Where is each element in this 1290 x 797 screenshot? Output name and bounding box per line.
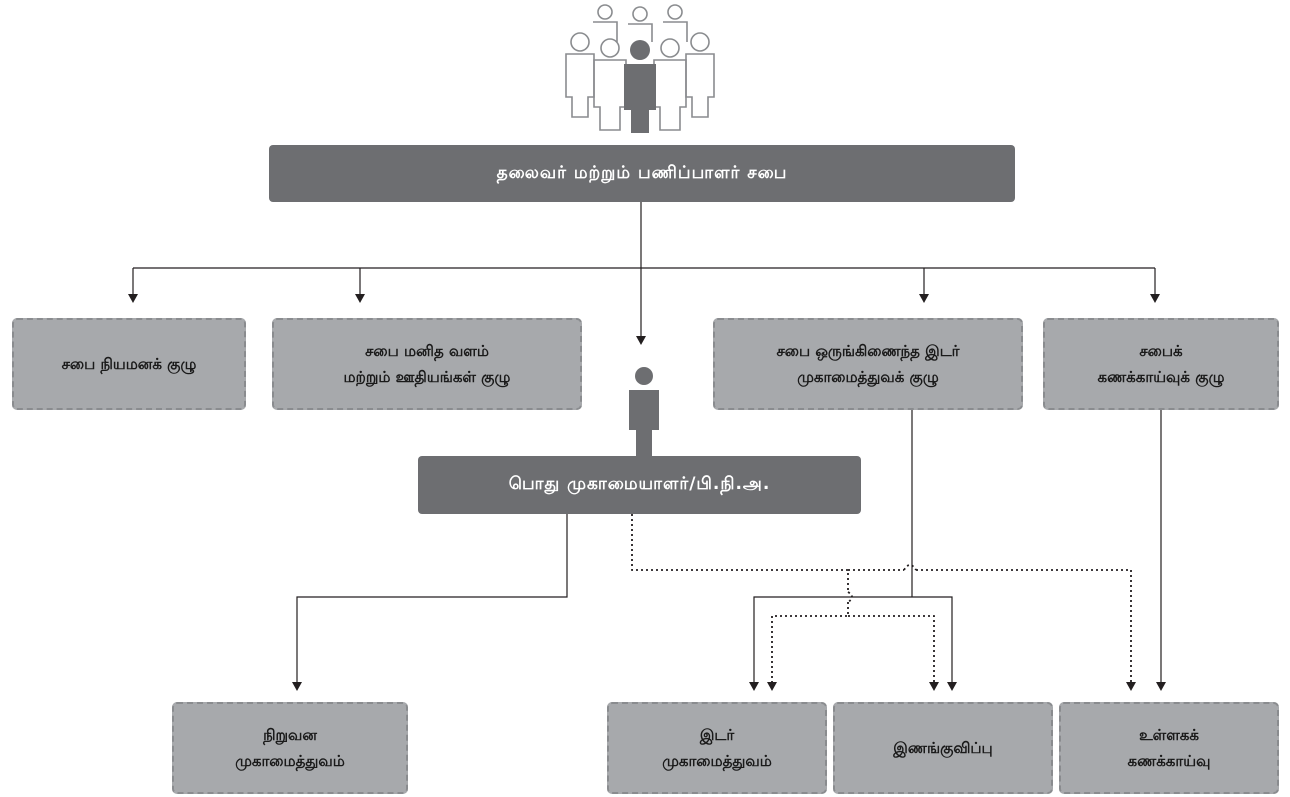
risk-management-label-line1: இடர் <box>699 726 735 744</box>
audit-committee-label-line2: கணக்காய்வுக் குழு <box>1097 368 1225 386</box>
person-icon <box>629 367 659 458</box>
hr-committee-label-line1: சபை மனித வளம் <box>365 342 489 360</box>
corporate-management-box: நிறுவன முகாமைத்துவம் <box>172 702 408 794</box>
dotted-manager-line <box>631 514 849 592</box>
hr-remuneration-committee-box: சபை மனித வளம் மற்றும் ஊதியங்கள் குழு <box>272 318 582 410</box>
compliance-label: இணங்குவிப்பு <box>893 739 993 757</box>
audit-committee-box: சபைக் கணக்காய்வுக் குழு <box>1043 318 1279 410</box>
nomination-committee-box: சபை நியமனக் குழு <box>12 318 246 410</box>
corporate-management-label-line1: நிறுவன <box>263 726 317 744</box>
hr-committee-label-line2: மற்றும் ஊதியங்கள் குழு <box>343 368 511 386</box>
risk-management-label-line2: முகாமைத்துவம் <box>662 752 772 770</box>
risk-committee-label-line1: சபை ஒருங்கிணைந்த இடர் <box>776 342 960 360</box>
corporate-management-label-line2: முகாமைத்துவம் <box>235 752 345 770</box>
internal-audit-label-line2: கணக்காய்வு <box>1127 752 1211 770</box>
audit-committee-label-line1: சபைக் <box>1139 342 1183 360</box>
line-manager-to-org <box>296 514 568 684</box>
board-of-directors-box: தலைவர் மற்றும் பணிப்பாளர் சபை <box>269 145 1015 202</box>
general-manager-box: பொது முகாமையாளர்/பி.நி.அ. <box>418 456 861 514</box>
risk-management-box: இடர் முகாமைத்துவம் <box>607 702 827 794</box>
risk-committee-label-line2: முகாமைத்துவக் குழு <box>797 368 939 386</box>
risk-management-committee-box: சபை ஒருங்கிணைந்த இடர் முகாமைத்துவக் குழு <box>713 318 1023 410</box>
nomination-committee-label: சபை நியமனக் குழு <box>61 355 197 373</box>
internal-audit-label-line1: உள்ளகக் <box>1139 726 1199 744</box>
internal-audit-box: உள்ளகக் கணக்காய்வு <box>1059 702 1279 794</box>
people-group-icon <box>565 4 715 133</box>
compliance-box: இணங்குவிப்பு <box>833 702 1053 794</box>
